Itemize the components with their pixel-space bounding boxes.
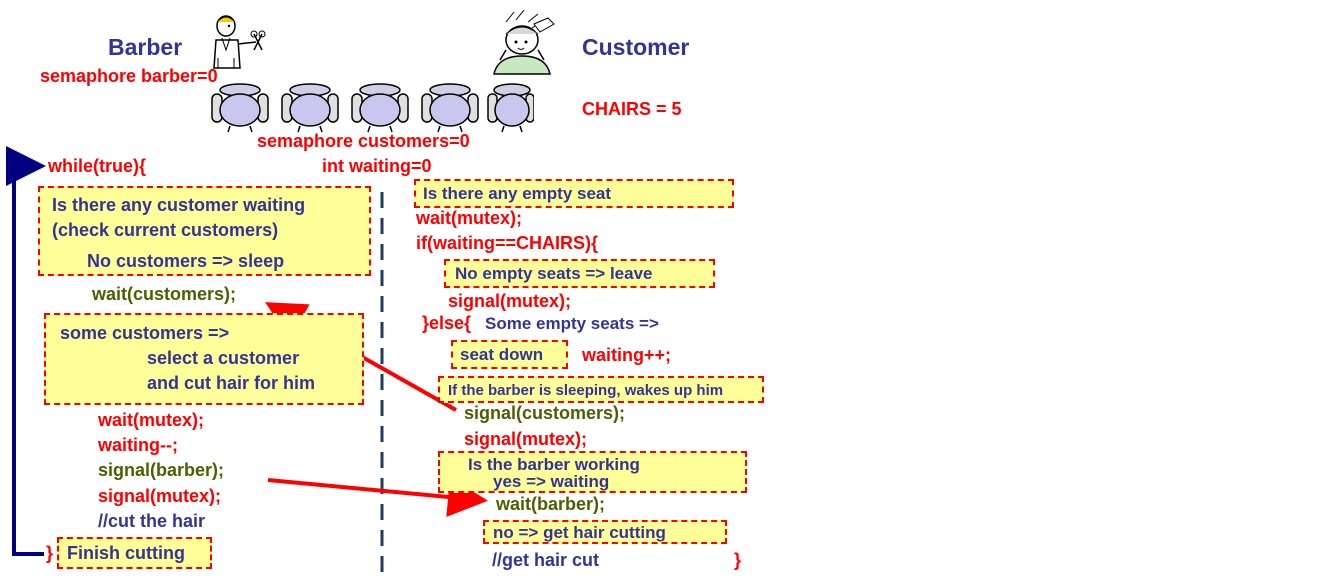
customer-title: Customer — [582, 34, 690, 60]
while-loop: while(true){ — [48, 156, 147, 176]
int-waiting: int waiting=0 — [322, 156, 432, 176]
waiting-chair-icon — [211, 83, 269, 133]
finish-cutting-box: Finish cutting — [57, 537, 212, 569]
cut-hair-comment: //cut the hair — [98, 511, 206, 531]
wake-barber-box: If the barber is sleeping, wakes up him — [438, 376, 764, 403]
box-text: Is there any empty seat — [423, 184, 612, 203]
get-cut-box: no => get hair cutting — [483, 520, 727, 544]
barber-select-box: some customers => select a customer and … — [44, 313, 364, 405]
wait-barber: wait(barber); — [496, 494, 606, 514]
box-text: (check current customers) — [52, 220, 279, 240]
some-empty-seats: Some empty seats => — [485, 314, 659, 333]
semaphore-barber: semaphore barber=0 — [40, 66, 218, 86]
waiting-chair-icon — [487, 83, 534, 133]
barber-signal-mutex: signal(mutex); — [98, 486, 222, 506]
waiting-chair-icon — [281, 83, 339, 133]
waiting-decrement: waiting--; — [98, 435, 178, 455]
semaphore-customers: semaphore customers=0 — [257, 131, 470, 151]
box-text: and cut hair for him — [147, 373, 316, 393]
customer-signal-mutex: signal(mutex); — [464, 429, 588, 449]
waiting-chair-icon — [351, 83, 409, 133]
barber-wait-mutex: wait(mutex); — [98, 410, 205, 430]
box-text: No empty seats => leave — [455, 264, 653, 283]
customer-icon — [493, 10, 555, 75]
empty-seat-box: Is there any empty seat — [414, 179, 734, 208]
box-text: Is the barber working — [468, 455, 640, 474]
signal-barber: signal(barber); — [98, 460, 225, 480]
signal-barber-arrow — [267, 477, 488, 517]
box-text: yes => waiting — [493, 472, 610, 491]
barber-icon — [213, 15, 266, 69]
waiting-chairs — [211, 83, 534, 133]
loop-arrow — [6, 146, 46, 556]
waiting-chair-icon — [421, 83, 479, 133]
wait-customers: wait(customers); — [92, 284, 237, 304]
barber-close-brace: } — [46, 543, 54, 563]
barber-title: Barber — [108, 34, 183, 60]
waiting-increment: waiting++; — [582, 345, 672, 365]
box-text: seat down — [460, 345, 544, 364]
customer-close-brace: } — [734, 550, 742, 570]
if-chairs-full: if(waiting==CHAIRS){ — [416, 233, 599, 253]
else-keyword: }else{ — [422, 313, 472, 333]
box-text: If the barber is sleeping, wakes up him — [448, 382, 724, 399]
box-text: some customers => — [60, 323, 230, 343]
box-text: No customers => sleep — [87, 251, 285, 271]
barber-check-box: Is there any customer waiting (check cur… — [38, 186, 371, 276]
box-text: no => get hair cutting — [493, 523, 666, 542]
get-hair-cut-comment: //get hair cut — [492, 550, 600, 570]
box-text: select a customer — [147, 348, 300, 368]
signal-customers: signal(customers); — [464, 403, 626, 423]
no-seats-box: No empty seats => leave — [444, 259, 715, 288]
box-text: Is there any customer waiting — [52, 195, 306, 215]
customer-wait-mutex: wait(mutex); — [416, 208, 523, 228]
barber-working-box: Is the barber working yes => waiting — [438, 451, 747, 493]
box-text: Finish cutting — [67, 543, 185, 563]
seat-down-box: seat down — [451, 340, 568, 369]
customer-signal-mutex-leave: signal(mutex); — [448, 291, 572, 311]
chairs-constant: CHAIRS = 5 — [582, 99, 682, 119]
